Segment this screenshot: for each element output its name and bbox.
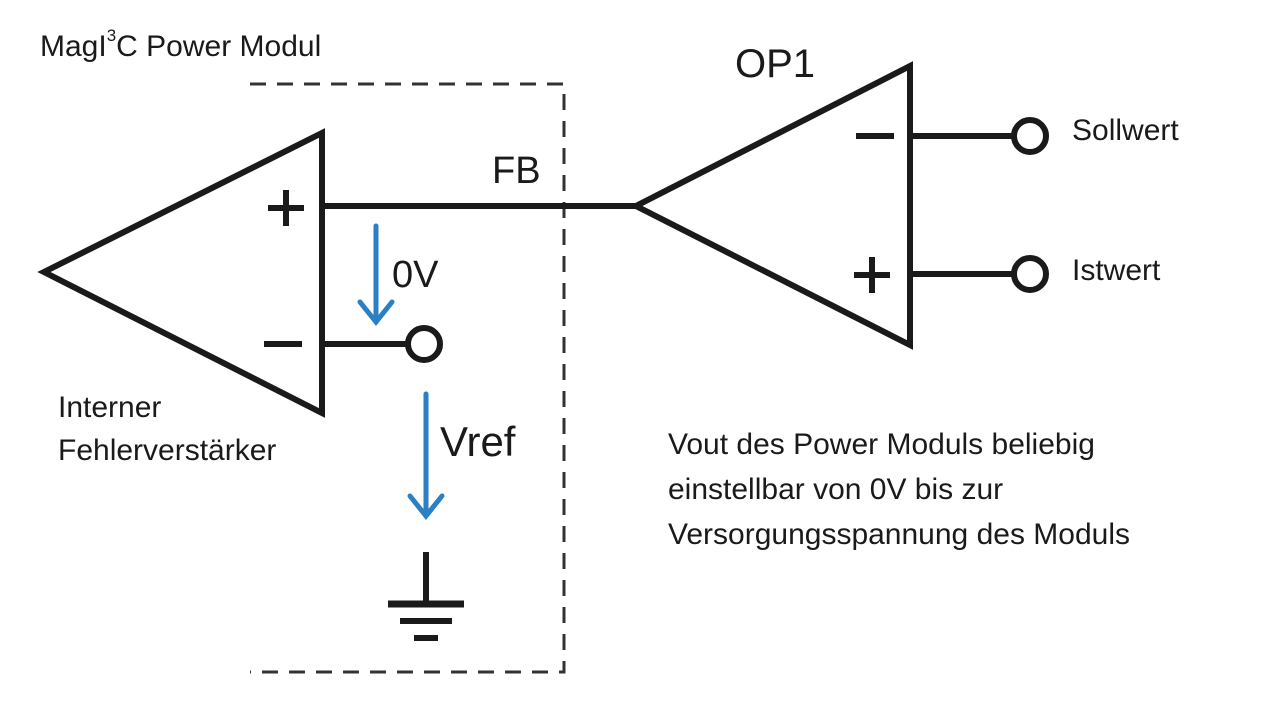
error-amp-plus-sign (268, 190, 304, 226)
note-line: Vout des Power Moduls beliebig (668, 428, 1095, 461)
module-title: MagI3C Power Modul (40, 26, 322, 63)
internal-error-amplifier (37, 128, 325, 418)
op1-label: OP1 (735, 42, 816, 86)
zero-v-arrow (357, 223, 395, 327)
sollwert-terminal (1011, 117, 1049, 155)
istwert-terminal (1011, 255, 1049, 293)
vref-label: Vref (440, 418, 516, 465)
zero-v-label: 0V (392, 254, 439, 296)
op1-amplifier (629, 61, 913, 350)
ground-symbol (388, 552, 464, 641)
error-amp-label-line: Interner (58, 391, 162, 424)
istwert-label: Istwert (1072, 254, 1161, 287)
op1-plus-sign (854, 257, 890, 293)
vref-arrow (407, 391, 445, 521)
note-line: Versorgungsspannung des Moduls (668, 518, 1130, 551)
sollwert-label: Sollwert (1072, 114, 1179, 147)
error-amp-label-line: Fehlerverstärker (58, 434, 277, 467)
vref-terminal (405, 325, 443, 363)
fb-label: FB (492, 150, 541, 192)
module-boundary (250, 82, 566, 674)
note-line: einstellbar von 0V bis zur (668, 473, 1004, 506)
